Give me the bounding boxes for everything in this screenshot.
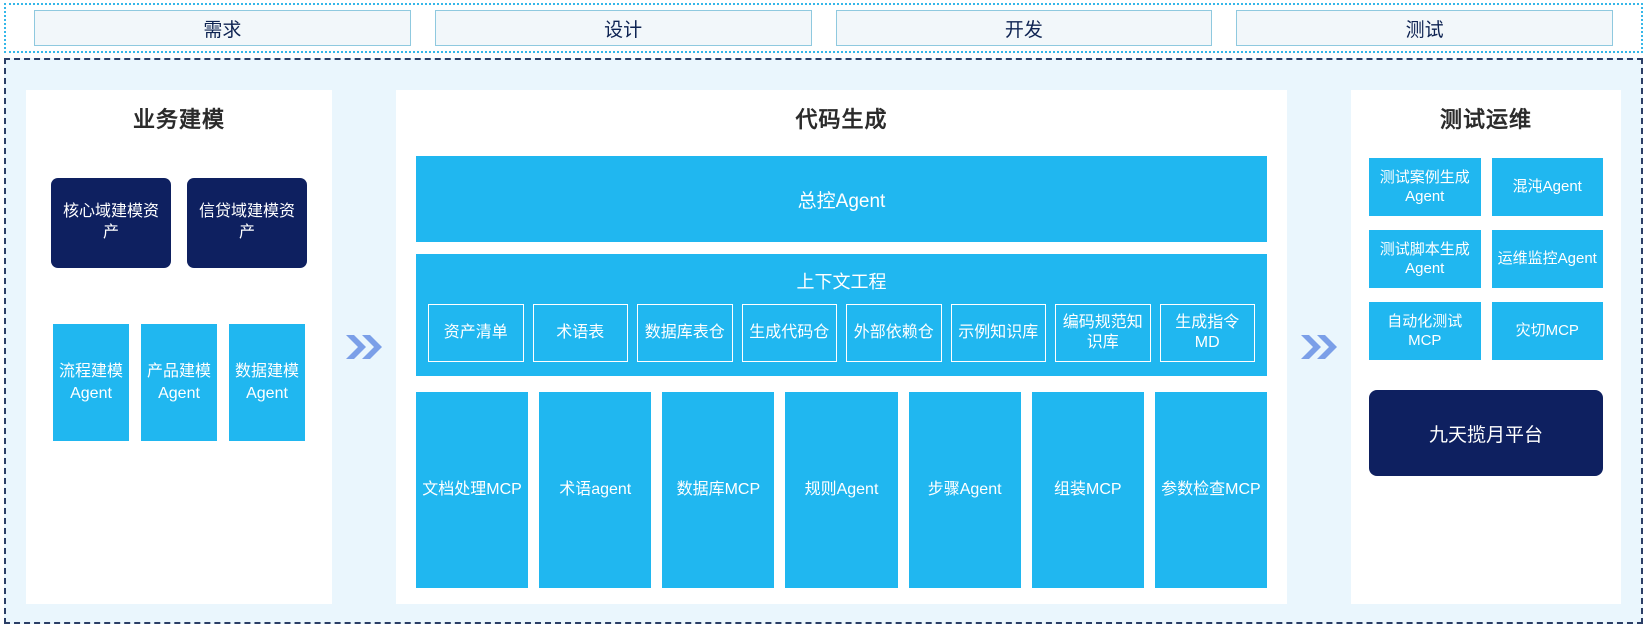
tool-database-mcp[interactable]: 数据库MCP xyxy=(662,392,775,588)
context-engineering-title: 上下文工程 xyxy=(796,272,887,292)
tool-document-processing-mcp[interactable]: 文档处理MCP xyxy=(416,392,529,588)
business-modeling-agent-group: 流程建模Agent 产品建模Agent 数据建模Agent xyxy=(48,324,310,441)
tool-rule-agent[interactable]: 规则Agent xyxy=(785,392,898,588)
flow-arrow-left-to-center xyxy=(332,90,396,604)
context-item-asset-inventory[interactable]: 资产清单 xyxy=(428,304,524,362)
tool-glossary-agent[interactable]: 术语agent xyxy=(539,392,652,588)
agent-test-case-generation[interactable]: 测试案例生成Agent xyxy=(1369,158,1481,216)
double-chevron-right-icon xyxy=(344,331,384,363)
platform-jiutian-lanyue[interactable]: 九天揽月平台 xyxy=(1369,390,1603,476)
double-chevron-right-icon xyxy=(1299,331,1339,363)
context-item-example-knowledge-base[interactable]: 示例知识库 xyxy=(950,304,1046,362)
context-engineering-block: 上下文工程 资产清单 术语表 数据库表仓 生成代码仓 外部依赖仓 示例知识库 编… xyxy=(416,254,1267,376)
tool-parameter-check-mcp[interactable]: 参数检查MCP xyxy=(1154,392,1267,588)
mcp-disaster-recovery-switch[interactable]: 灾切MCP xyxy=(1491,302,1603,360)
context-item-glossary[interactable]: 术语表 xyxy=(532,304,628,362)
phase-box-testing[interactable]: 测试 xyxy=(1236,10,1613,46)
panel-title-test-operations: 测试运维 xyxy=(1439,107,1532,132)
phase-box-requirements[interactable]: 需求 xyxy=(34,10,411,46)
panel-business-modeling: 业务建模 核心域建模资产 信贷域建模资产 流程建模Agent 产品建模Agent… xyxy=(26,90,332,604)
asset-credit-domain-model[interactable]: 信贷域建模资产 xyxy=(187,178,307,268)
agent-ops-monitoring[interactable]: 运维监控Agent xyxy=(1491,230,1603,288)
panel-code-generation: 代码生成 总控Agent 上下文工程 资产清单 术语表 数据库表仓 生成代码仓 … xyxy=(396,90,1287,604)
flow-arrow-center-to-right xyxy=(1287,90,1351,604)
panel-title-business-modeling: 业务建模 xyxy=(132,107,225,132)
agent-data-modeling[interactable]: 数据建模Agent xyxy=(229,324,305,441)
agent-process-modeling[interactable]: 流程建模Agent xyxy=(53,324,129,441)
phase-strip: 需求 设计 开发 测试 xyxy=(4,3,1643,53)
phase-box-development[interactable]: 开发 xyxy=(835,10,1213,46)
agent-product-modeling[interactable]: 产品建模Agent xyxy=(141,324,217,441)
phase-box-design[interactable]: 设计 xyxy=(434,10,812,46)
context-engineering-items: 资产清单 术语表 数据库表仓 生成代码仓 外部依赖仓 示例知识库 编码规范知识库… xyxy=(428,304,1255,362)
context-item-generation-instruction-md[interactable]: 生成指令MD xyxy=(1159,304,1255,362)
code-generation-tool-row: 文档处理MCP 术语agent 数据库MCP 规则Agent 步骤Agent 组… xyxy=(416,392,1267,588)
test-operations-body: 测试案例生成Agent 混沌Agent 测试脚本生成Agent 运维监控Agen… xyxy=(1351,134,1621,604)
tool-step-agent[interactable]: 步骤Agent xyxy=(908,392,1021,588)
master-control-agent[interactable]: 总控Agent xyxy=(416,156,1267,242)
panel-test-operations: 测试运维 测试案例生成Agent 混沌Agent 测试脚本生成Agent 运维监… xyxy=(1351,90,1621,604)
business-modeling-body: 核心域建模资产 信贷域建模资产 流程建模Agent 产品建模Agent 数据建模… xyxy=(26,134,332,604)
tool-assembly-mcp[interactable]: 组装MCP xyxy=(1031,392,1144,588)
context-item-external-dependency-repo[interactable]: 外部依赖仓 xyxy=(846,304,942,362)
code-generation-body: 总控Agent 上下文工程 资产清单 术语表 数据库表仓 生成代码仓 外部依赖仓… xyxy=(396,134,1287,604)
main-architecture-area: 业务建模 核心域建模资产 信贷域建模资产 流程建模Agent 产品建模Agent… xyxy=(4,58,1643,624)
mcp-automated-testing[interactable]: 自动化测试MCP xyxy=(1369,302,1481,360)
asset-core-domain-model[interactable]: 核心域建模资产 xyxy=(51,178,171,268)
context-item-db-table-repo[interactable]: 数据库表仓 xyxy=(637,304,733,362)
context-item-generated-code-repo[interactable]: 生成代码仓 xyxy=(741,304,837,362)
test-operations-grid: 测试案例生成Agent 混沌Agent 测试脚本生成Agent 运维监控Agen… xyxy=(1369,158,1603,360)
context-item-coding-standard-knowledge-base[interactable]: 编码规范知识库 xyxy=(1055,304,1151,362)
business-modeling-asset-group: 核心域建模资产 信贷域建模资产 xyxy=(48,178,310,268)
agent-test-script-generation[interactable]: 测试脚本生成Agent xyxy=(1369,230,1481,288)
panel-title-code-generation: 代码生成 xyxy=(795,107,888,132)
agent-chaos[interactable]: 混沌Agent xyxy=(1491,158,1603,216)
